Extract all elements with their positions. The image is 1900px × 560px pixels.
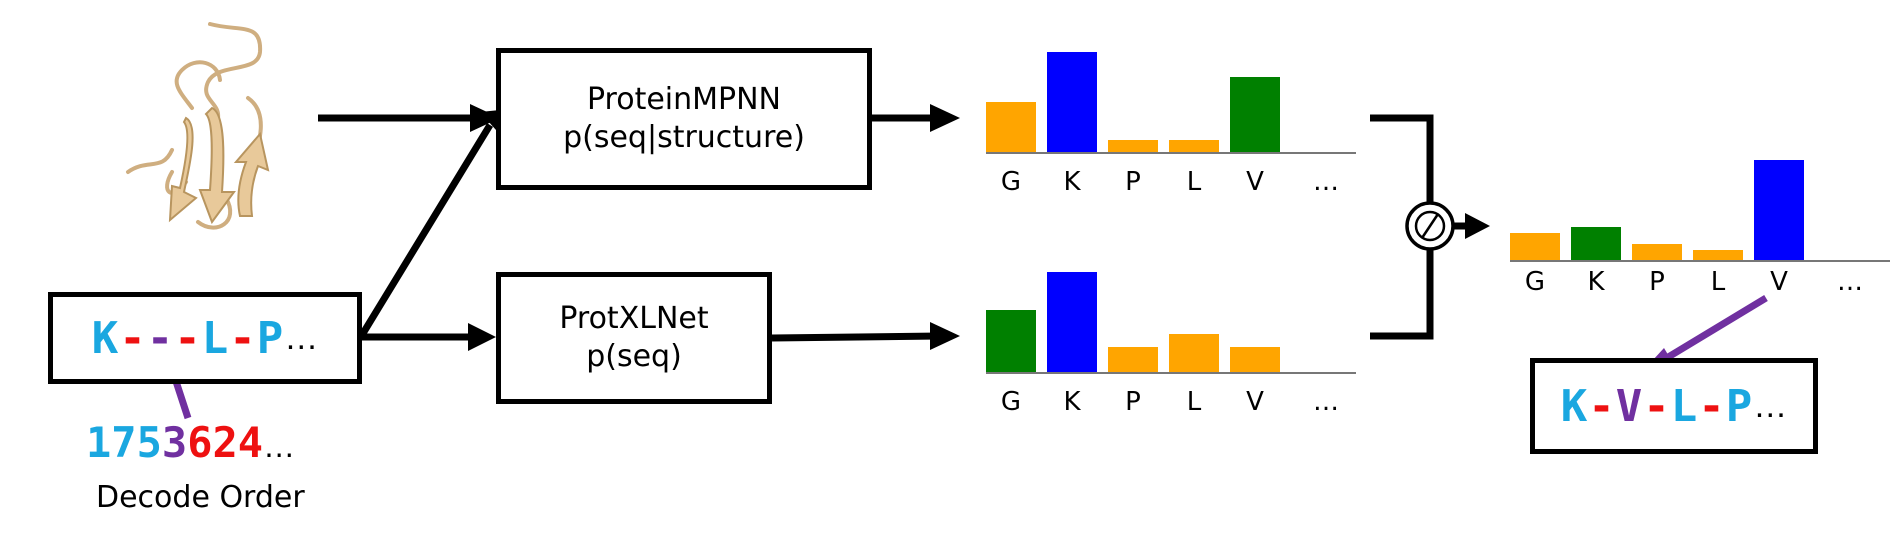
xlnet-tick-label-p: P xyxy=(1125,387,1141,417)
protxlnet-box: ProtXLNet p(seq) xyxy=(496,272,772,404)
xlnet-bar-l xyxy=(1169,334,1219,372)
decode-order-char-6: 4 xyxy=(237,418,264,467)
input-seq-char-3: - xyxy=(174,312,202,364)
arrow-mpnn-to-chart-head xyxy=(930,104,960,132)
input-seq-char-1: - xyxy=(119,312,147,364)
combined-tick-label-k: K xyxy=(1587,267,1605,297)
protein-structure-illustration xyxy=(126,22,270,230)
combined-tick-label-l: L xyxy=(1711,267,1726,297)
decode-order-char-4: 6 xyxy=(187,418,213,467)
mpnn-distribution-chart: G K P L V … xyxy=(986,52,1356,197)
sample-pointer-arrow xyxy=(1658,295,1768,365)
input-sequence: K---L-P xyxy=(92,313,285,364)
xlnet-tick-label-k: K xyxy=(1063,387,1081,417)
combined-tick-label-v: V xyxy=(1770,267,1788,297)
mpnn-tick-label-k: K xyxy=(1063,167,1081,197)
output-seq-char-0: K xyxy=(1560,380,1589,432)
mpnn-bar-v xyxy=(1230,77,1280,152)
combine-bracket xyxy=(1370,114,1434,202)
output-seq-char-5: - xyxy=(1698,380,1726,432)
output-seq-char-6: P xyxy=(1725,380,1754,432)
xlnet-bar-v xyxy=(1230,347,1280,372)
arrow-combine-head xyxy=(1465,213,1490,239)
output-sequence-box: K-V-L-P… xyxy=(1530,358,1818,454)
arrow-xlnet-to-chart-head xyxy=(930,322,960,350)
mpnn-tick-label-ellipsis: … xyxy=(1313,167,1339,197)
input-seq-char-0: K xyxy=(91,312,120,364)
combined-bar-p xyxy=(1632,244,1682,260)
xlnet-tick-label-ellipsis: … xyxy=(1313,387,1339,417)
output-seq-char-4: L xyxy=(1670,380,1699,432)
input-sequence-ellipsis: … xyxy=(284,318,319,357)
mpnn-tick-label-v: V xyxy=(1246,167,1264,197)
output-seq-char-1: - xyxy=(1588,380,1616,432)
decode-order: 1753624… xyxy=(86,418,295,467)
mpnn-tick-label-g: G xyxy=(1001,167,1021,197)
decode-order-char-5: 2 xyxy=(212,418,238,467)
decode-order-digits: 1753624 xyxy=(86,418,263,467)
combined-bar-g xyxy=(1510,233,1560,260)
combined-bar-k xyxy=(1571,227,1621,260)
beta-strand-1 xyxy=(168,116,198,223)
combine-bracket-lower xyxy=(1370,250,1434,340)
protxlnet-formula: p(seq) xyxy=(586,339,682,374)
proteinmpnn-formula: p(seq|structure) xyxy=(563,120,805,155)
xlnet-distribution-chart: G K P L V … xyxy=(986,272,1356,417)
input-seq-char-5: - xyxy=(229,312,257,364)
proteinmpnn-title: ProteinMPNN xyxy=(586,82,782,117)
input-seq-char-2: - xyxy=(146,312,175,364)
combined-distribution-chart: G K P L V … xyxy=(1510,160,1890,297)
input-sequence-box: K---L-P… xyxy=(48,292,362,384)
combined-bar-v xyxy=(1754,160,1804,260)
decode-order-char-1: 7 xyxy=(111,418,137,467)
decode-order-caption: Decode Order xyxy=(96,480,305,515)
proteinmpnn-box: ProteinMPNN p(seq|structure) xyxy=(496,48,872,190)
arrow-sequence-to-mpnn xyxy=(359,123,493,337)
protxlnet-title: ProtXLNet xyxy=(559,301,709,336)
arrow-sequence-to-xlnet-head xyxy=(468,323,496,351)
xlnet-bar-p xyxy=(1108,347,1158,372)
output-seq-char-2: V xyxy=(1615,380,1644,432)
combined-tick-label-g: G xyxy=(1525,267,1545,297)
mpnn-tick-label-l: L xyxy=(1187,167,1202,197)
mpnn-bar-p xyxy=(1108,140,1158,152)
xlnet-bar-g xyxy=(986,310,1036,372)
combined-tick-label-p: P xyxy=(1649,267,1665,297)
combined-tick-label-ellipsis: … xyxy=(1837,267,1863,297)
decode-order-char-3: 3 xyxy=(161,418,188,467)
xlnet-tick-label-v: V xyxy=(1246,387,1264,417)
decode-order-char-2: 5 xyxy=(136,418,162,467)
mpnn-bar-g xyxy=(986,102,1036,152)
decode-order-ellipsis: … xyxy=(263,428,296,464)
output-sequence: K-V-L-P xyxy=(1561,381,1754,432)
beta-strand-2 xyxy=(198,106,236,225)
input-seq-char-6: P xyxy=(256,312,285,364)
mpnn-tick-label-p: P xyxy=(1125,167,1141,197)
combined-bar-l xyxy=(1693,250,1743,260)
decode-order-char-0: 1 xyxy=(86,418,112,467)
mpnn-bar-k xyxy=(1047,52,1097,152)
input-seq-char-4: L xyxy=(201,312,230,364)
arrow-sequence-to-mpnn-head xyxy=(480,110,500,130)
output-sequence-ellipsis: … xyxy=(1753,386,1788,425)
arrow-xlnet-to-chart xyxy=(771,332,941,342)
arrow-structure-to-mpnn-head xyxy=(470,104,500,132)
output-seq-char-3: - xyxy=(1643,380,1671,432)
beta-strand-3 xyxy=(233,131,270,217)
xlnet-tick-label-l: L xyxy=(1187,387,1202,417)
division-operator xyxy=(1405,201,1455,251)
xlnet-tick-label-g: G xyxy=(1001,387,1021,417)
mpnn-bar-l xyxy=(1169,140,1219,152)
xlnet-bar-k xyxy=(1047,272,1097,372)
